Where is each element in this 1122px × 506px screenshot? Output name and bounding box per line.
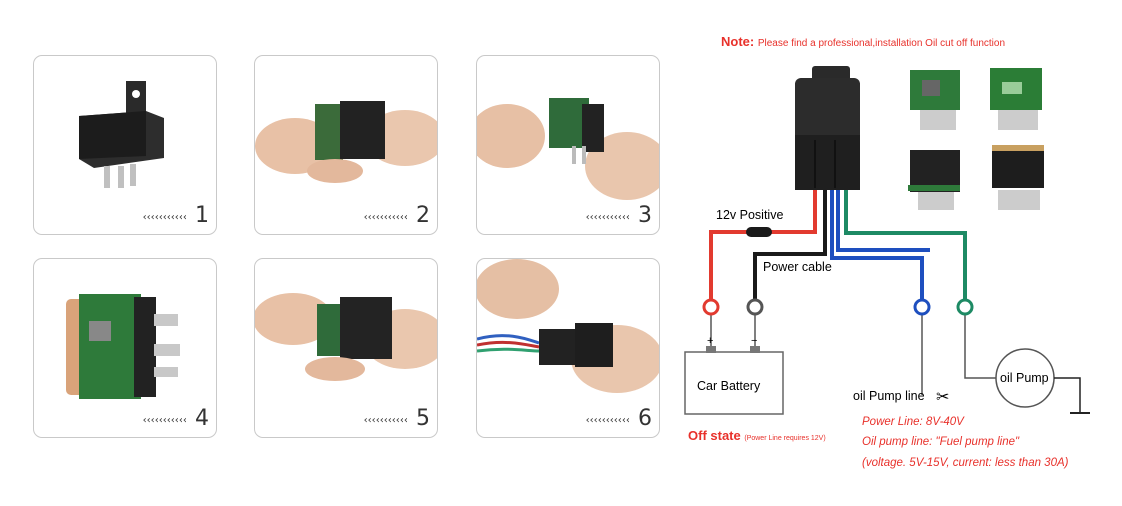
off-state: Off state (Power Line requires 12V) (688, 428, 826, 443)
step-chevrons: ‹‹‹‹‹‹‹‹‹‹‹ (584, 415, 631, 426)
battery-plus: + (707, 335, 713, 347)
scissors-icon: ✂ (936, 389, 949, 406)
off-state-label: Off state (688, 428, 741, 443)
step-chevrons: ‹‹‹‹‹‹‹‹‹‹‹ (141, 212, 188, 223)
step-number: 1 (195, 203, 209, 228)
step-card-6: ‹‹‹‹‹‹‹‹‹‹‹ 6 (476, 258, 660, 438)
board-photo-2 (990, 68, 1042, 130)
hands-plug-connector-image (477, 259, 659, 393)
step-card-4: ‹‹‹‹‹‹‹‹‹‹‹ 4 (33, 258, 217, 438)
blue-wire-2 (836, 190, 930, 252)
spec-voltage: (voltage. 5V-15V, current: less than 30A… (862, 457, 1069, 469)
step-number: 6 (638, 406, 652, 431)
hands-insert-board-image (255, 101, 437, 183)
step-chevrons: ‹‹‹‹‹‹‹‹‹‹‹ (141, 415, 188, 426)
oil-pump-label: oil Pump (1000, 371, 1049, 385)
step-card-5: ‹‹‹‹‹‹‹‹‹‹‹ 5 (254, 258, 438, 438)
fuse-icon (746, 227, 772, 237)
connector-red (702, 298, 720, 352)
car-battery (684, 351, 784, 415)
hands-hold-relay-image (477, 98, 659, 200)
power-cable-label: Power cable (763, 260, 832, 274)
relay-with-board-image (66, 294, 180, 399)
step-chevrons: ‹‹‹‹‹‹‹‹‹‹‹ (362, 415, 409, 426)
connector-black (746, 298, 764, 352)
note-text: Please find a professional,installation … (757, 38, 1006, 49)
off-state-note: (Power Line requires 12V) (744, 435, 826, 442)
step-number: 3 (638, 203, 652, 228)
step-number: 5 (416, 406, 430, 431)
board-photo-1 (910, 70, 960, 130)
board-photo-3 (908, 150, 960, 210)
board-photo-4 (992, 145, 1044, 210)
step-card-3: ‹‹‹‹‹‹‹‹‹‹‹ 3 (476, 55, 660, 235)
spec-pump-line: Oil pump line: "Fuel pump line" (862, 436, 1020, 448)
step-card-2: ‹‹‹‹‹‹‹‹‹‹‹ 2 (254, 55, 438, 235)
hands-close-relay-image (255, 293, 437, 381)
step-chevrons: ‹‹‹‹‹‹‹‹‹‹‹ (584, 212, 631, 223)
relay-image (79, 81, 164, 188)
green-wire (844, 190, 967, 300)
pump-line-label: oil Pump line (853, 389, 925, 403)
step-chevrons: ‹‹‹‹‹‹‹‹‹‹‹ (362, 212, 409, 223)
battery-minus: − (751, 335, 757, 347)
positive-label: 12v Positive (716, 208, 783, 222)
black-wire (753, 190, 827, 300)
connector-green (956, 298, 996, 379)
step-card-1: ‹‹‹‹‹‹‹‹‹‹‹ 1 (33, 55, 217, 235)
red-wire (709, 190, 817, 300)
note-label: Note: (721, 34, 755, 49)
step-number: 2 (416, 203, 430, 228)
step-number: 4 (195, 406, 209, 431)
spec-power-line: Power Line: 8V-40V (862, 416, 964, 428)
blue-wire (830, 190, 924, 300)
battery-label: Car Battery (697, 379, 761, 393)
connector-blue (913, 298, 931, 395)
relay-device (795, 66, 860, 190)
note-heading: Note: Please find a professional,install… (721, 34, 1005, 49)
